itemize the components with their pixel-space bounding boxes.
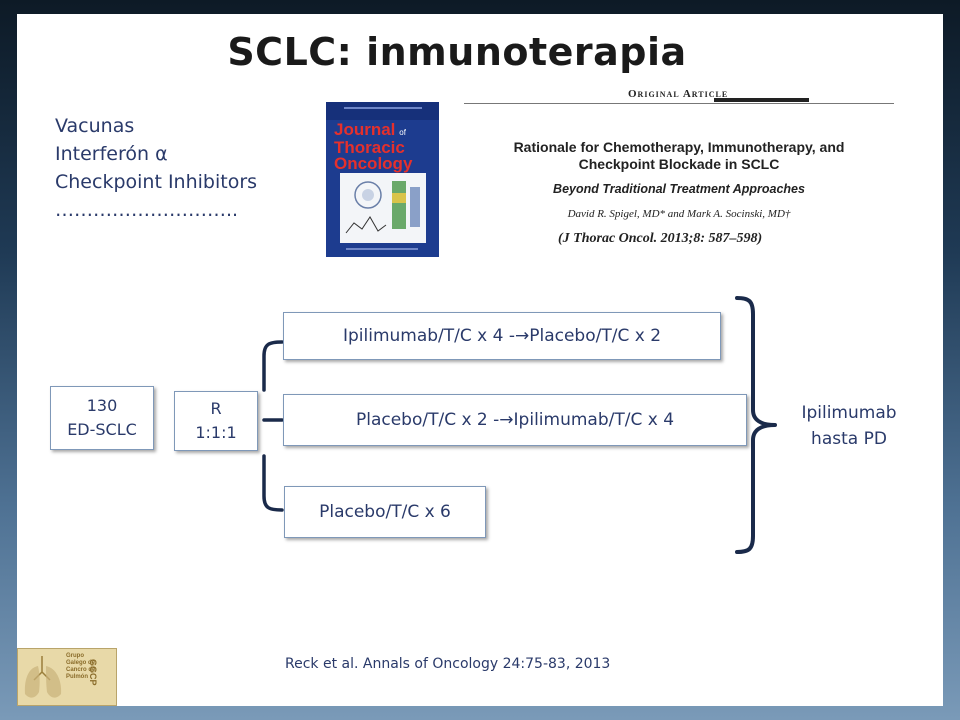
ggcp-logo: Grupo Galego de Cancro de Pulmón GGCP [17,648,117,706]
arm-1-text: Ipilimumab/T/C x 4 -→Placebo/T/C x 2 [342,326,662,346]
outcome-label: Ipilimumab hasta PD [775,400,923,452]
outcome-line-1: Ipilimumab [801,403,897,423]
bullet-item: Checkpoint Inhibitors [55,171,258,193]
connector-top [262,340,284,392]
article-citation: (J Thorac Oncol. 2013;8: 587–598) [558,231,763,246]
slide-title: SCLC: inmunoterapia [227,30,687,74]
article-title-line-2: Checkpoint Blockade in SCLC [578,156,780,172]
cover-line-3: Oncology [334,154,413,173]
randomization-label: R [210,399,222,418]
cover-figure [340,173,426,243]
arm-1-box: Ipilimumab/T/C x 4 -→Placebo/T/C x 2 [283,312,721,360]
logo-acronym: GGCP [88,659,98,686]
cover-line-1: Journal [334,120,396,139]
population-box: 130 ED-SCLC [50,386,154,450]
bullet-item: ……………………….. [55,199,239,221]
arm-2-box: Placebo/T/C x 2 -→Ipilimumab/T/C x 4 [283,394,747,446]
journal-cover-image: Journal of Thoracic Oncology [326,102,439,257]
article-subtitle: Beyond Traditional Treatment Approaches [553,182,805,196]
article-authors: David R. Spigel, MD* and Mark A. Socinsk… [567,208,791,220]
article-title: Rationale for Chemotherapy, Immunotherap… [464,139,894,173]
right-brace [735,296,777,554]
article-rule-thick [714,98,809,102]
arrow-icon: → [514,326,530,346]
article-title-line-1: Rationale for Chemotherapy, Immunotherap… [513,139,845,155]
bullet-item: Interferón α [55,143,168,165]
outcome-line-2: hasta PD [811,429,887,449]
article-rule-thin [464,103,894,104]
arrow-icon: → [499,410,514,430]
lungs-icon [24,656,62,698]
logo-text: Grupo Galego de Cancro de Pulmón [66,653,96,680]
diagram-connectors [262,296,777,554]
bullet-list: Vacunas Interferón α Checkpoint Inhibito… [55,112,257,224]
connector-bottom [262,454,284,512]
arm-3-box: Placebo/T/C x 6 [284,486,486,538]
population-label: ED-SCLC [67,420,137,439]
randomization-box: R 1:1:1 [174,391,258,451]
article-header-image: Original Article Rationale for Chemother… [464,86,904,276]
slide: SCLC: inmunoterapia Vacunas Interferón α… [17,14,943,706]
population-count: 130 [86,396,118,415]
article-section-label: Original Article [628,88,729,100]
bullet-item: Vacunas [55,115,135,137]
arm-2-text: Placebo/T/C x 2 -→Ipilimumab/T/C x 4 [355,410,675,430]
reference-citation: Reck et al. Annals of Oncology 24:75-83,… [285,656,611,672]
cover-line-1-suffix: of [399,128,406,137]
cover-top-bar [326,102,439,120]
randomization-ratio: 1:1:1 [195,423,237,442]
cover-line-2: Thoracic [334,138,405,157]
arm-3-text: Placebo/T/C x 6 [319,502,451,522]
cover-journal-name: Journal of Thoracic Oncology [334,120,413,173]
